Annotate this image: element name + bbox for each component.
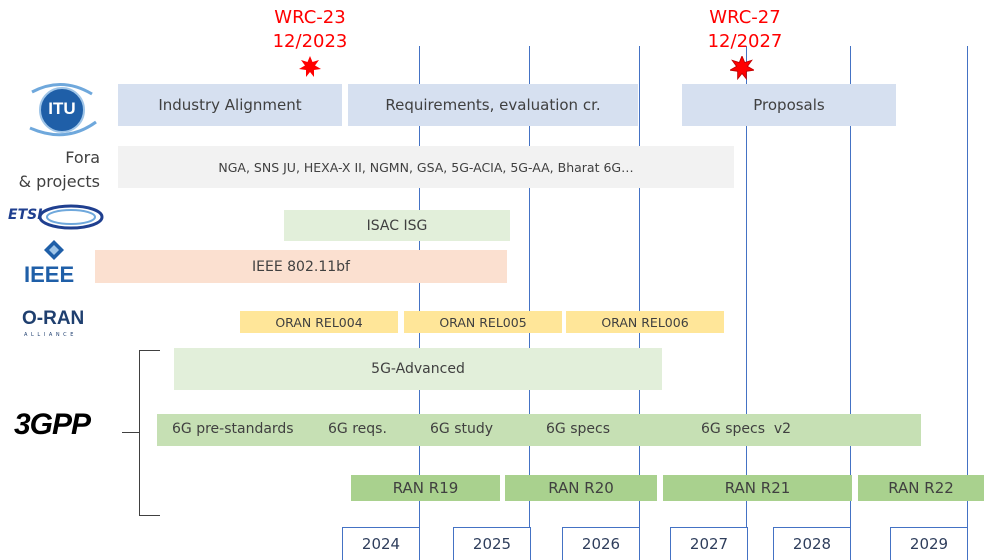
- oran-rel004-bar: ORAN REL004: [240, 311, 398, 333]
- year-2029: 2029: [890, 527, 968, 560]
- etsi-swirl-icon: [38, 204, 104, 230]
- 6g-reqs-label: 6G reqs.: [328, 421, 387, 437]
- ieee-bar: IEEE 802.11bf: [95, 250, 507, 283]
- year-2026: 2026: [562, 527, 640, 560]
- 6g-specs-v2-label: 6G specs v2: [701, 421, 792, 437]
- wrc-23-name: WRC-23: [274, 7, 346, 28]
- wrc-27-star-icon: [730, 56, 754, 80]
- wrc-27-milestone: WRC-27 12/2027: [690, 6, 800, 54]
- 6g-pre-standards-label: 6G pre-standards: [172, 421, 294, 437]
- year-divider: [639, 46, 640, 559]
- ieee-diamond-icon: [44, 240, 64, 260]
- wrc-27-date: 12/2027: [707, 31, 783, 52]
- etsi-logo-text: ETSI: [8, 207, 43, 223]
- 3gpp-logo-text: 3GPP: [14, 408, 91, 441]
- projects-label: & projects: [18, 172, 100, 191]
- 5g-advanced-bar: 5G-Advanced: [174, 348, 662, 390]
- wrc-23-star-icon: [299, 56, 321, 77]
- itu-requirements-bar: Requirements, evaluation cr.: [348, 84, 638, 126]
- year-divider: [967, 46, 968, 559]
- etsi-isac-bar: ISAC ISG: [284, 210, 510, 241]
- wrc-23-milestone: WRC-23 12/2023: [255, 6, 365, 54]
- ran-r22-bar: RAN R22: [858, 475, 984, 501]
- etsi-logo: ETSI: [8, 204, 104, 230]
- 6g-bar: 6G pre-standards 6G reqs. 6G study 6G sp…: [157, 414, 921, 446]
- year-divider: [529, 46, 530, 559]
- year-2024: 2024: [342, 527, 420, 560]
- itu-logo: ITU: [26, 82, 98, 138]
- 6g-specs-label: 6G specs: [546, 421, 610, 437]
- ieee-logo-text: IEEE: [24, 262, 75, 287]
- ieee-logo: IEEE: [22, 240, 86, 290]
- year-divider: [419, 46, 420, 559]
- itu-logo-text: ITU: [48, 99, 76, 118]
- year-2028: 2028: [773, 527, 851, 560]
- oran-logo-text: O-RAN: [22, 308, 85, 329]
- oran-logo-subtext: A L L I A N C E: [24, 332, 75, 338]
- fora-bar: NGA, SNS JU, HEXA-X II, NGMN, GSA, 5G-AC…: [118, 146, 734, 188]
- 3gpp-bracket: [139, 350, 160, 516]
- 3gpp-bracket-tick: [122, 432, 139, 433]
- ran-r21-bar: RAN R21: [663, 475, 852, 501]
- oran-rel005-bar: ORAN REL005: [404, 311, 562, 333]
- oran-logo: O-RAN A L L I A N C E: [22, 308, 102, 344]
- year-2025: 2025: [453, 527, 531, 560]
- itu-industry-alignment-bar: Industry Alignment: [118, 84, 342, 126]
- ran-r19-bar: RAN R19: [351, 475, 500, 501]
- fora-label: Fora: [65, 148, 100, 167]
- itu-proposals-bar: Proposals: [682, 84, 896, 126]
- wrc-27-name: WRC-27: [709, 7, 781, 28]
- year-divider: [850, 46, 851, 559]
- wrc-23-date: 12/2023: [272, 31, 348, 52]
- oran-rel006-bar: ORAN REL006: [566, 311, 724, 333]
- ran-r20-bar: RAN R20: [505, 475, 657, 501]
- year-2027: 2027: [670, 527, 748, 560]
- 3gpp-logo: 3GPP: [14, 404, 104, 454]
- year-divider: [746, 46, 747, 559]
- 6g-study-label: 6G study: [430, 421, 494, 437]
